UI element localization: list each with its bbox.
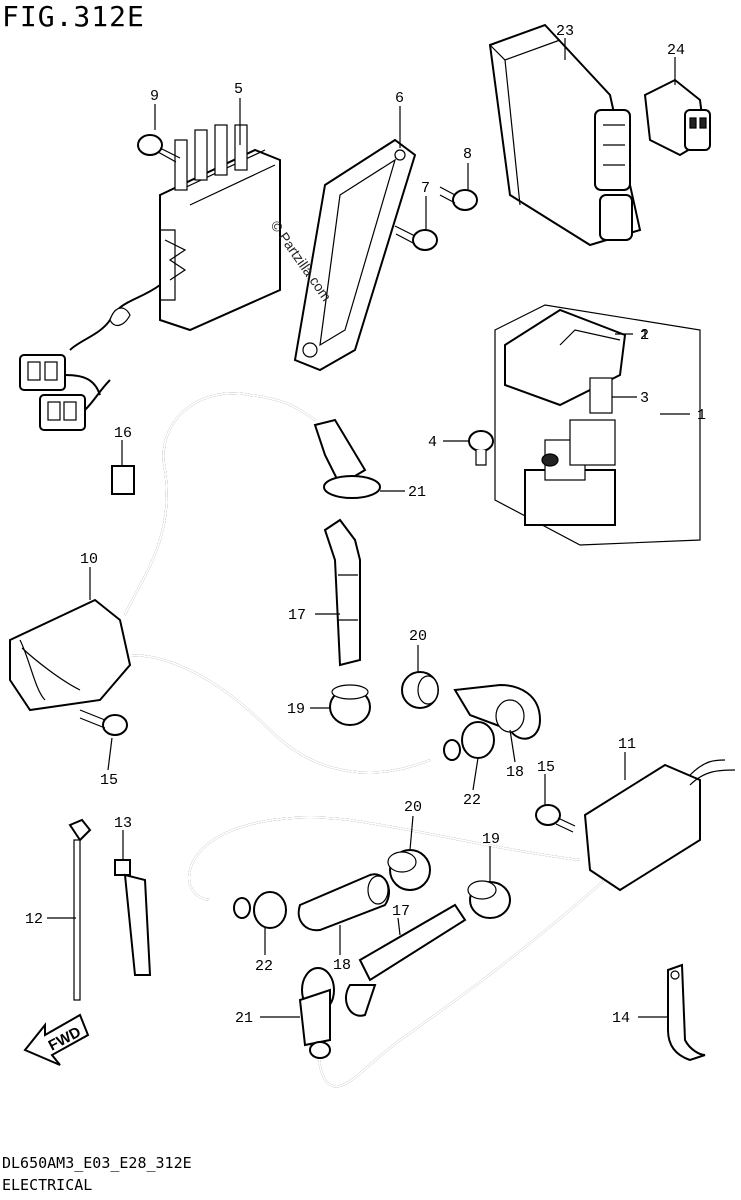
bolt-15-rear[interactable] bbox=[535, 804, 576, 833]
callout-21-lower: 21 bbox=[235, 1010, 253, 1027]
callout-23: 23 bbox=[556, 23, 574, 40]
callout-22-lower: 22 bbox=[255, 958, 273, 975]
bracket[interactable] bbox=[293, 138, 417, 372]
callout-12: 12 bbox=[25, 911, 43, 928]
bolt-8[interactable] bbox=[439, 186, 478, 211]
regulator-rectifier[interactable] bbox=[19, 124, 281, 431]
ignition-coil-rear[interactable] bbox=[583, 759, 736, 892]
callout-20-upper: 20 bbox=[409, 628, 427, 645]
bolt-4[interactable] bbox=[468, 430, 494, 466]
callout-8: 8 bbox=[463, 146, 472, 163]
callout-6: 6 bbox=[395, 90, 404, 107]
bolt-15-front[interactable] bbox=[79, 709, 128, 736]
clamp-13[interactable] bbox=[114, 859, 152, 976]
callout-13: 13 bbox=[114, 815, 132, 832]
callout-17-upper: 17 bbox=[288, 607, 306, 624]
bolt-9[interactable] bbox=[137, 134, 181, 163]
callout-5: 5 bbox=[234, 81, 243, 98]
plug-cap-17-lower[interactable] bbox=[345, 903, 467, 1017]
callout-11: 11 bbox=[618, 736, 636, 753]
seal-21-upper[interactable] bbox=[313, 418, 381, 499]
ecm-unit[interactable] bbox=[488, 23, 642, 247]
callout-3: 3 bbox=[640, 390, 649, 407]
seal-19-upper[interactable] bbox=[329, 684, 371, 726]
callout-18-lower: 18 bbox=[333, 957, 351, 974]
callout-22-upper: 22 bbox=[463, 792, 481, 809]
callout-1-label: 1 bbox=[697, 407, 706, 424]
cable-tie-12[interactable] bbox=[68, 818, 92, 1001]
figure-title: FIG.312E bbox=[2, 0, 145, 33]
callout-10: 10 bbox=[80, 551, 98, 568]
callout-7: 7 bbox=[421, 180, 430, 197]
clip-14[interactable] bbox=[667, 963, 706, 1062]
grommet-22-lower[interactable] bbox=[233, 891, 287, 929]
callout-18-upper: 18 bbox=[506, 764, 524, 781]
footer-caption: ELECTRICAL bbox=[2, 1176, 93, 1194]
callout-1: 1 bbox=[640, 327, 649, 344]
callout-2: 2 bbox=[640, 327, 649, 344]
callout-21-upper: 21 bbox=[408, 484, 426, 501]
high-tension-cord-rear[interactable] bbox=[188, 816, 611, 1088]
callout-24: 24 bbox=[667, 42, 685, 59]
callout-15-front: 15 bbox=[100, 772, 118, 789]
high-tension-cord-front[interactable] bbox=[124, 392, 431, 774]
callout-labels: 1 1 2 3 4 5 6 7 8 9 10 11 12 13 14 15 15… bbox=[25, 23, 706, 1027]
cap-18-lower[interactable] bbox=[297, 873, 390, 932]
cap-18-upper[interactable] bbox=[453, 683, 542, 740]
bolt-7[interactable] bbox=[394, 225, 438, 251]
callout-15-rear: 15 bbox=[537, 759, 555, 776]
pad-16[interactable] bbox=[111, 465, 135, 495]
callout-19-upper: 19 bbox=[287, 701, 305, 718]
leader-lines bbox=[47, 38, 690, 1018]
fwd-arrow-icon: FWD bbox=[23, 1013, 90, 1066]
callout-19-lower: 19 bbox=[482, 831, 500, 848]
callout-16: 16 bbox=[114, 425, 132, 442]
grommet-22-upper[interactable] bbox=[443, 721, 495, 761]
starter-relay-assembly[interactable] bbox=[494, 304, 701, 546]
callout-20-lower: 20 bbox=[404, 799, 422, 816]
callout-4: 4 bbox=[428, 434, 437, 451]
seal-20-lower[interactable] bbox=[387, 849, 431, 891]
seal-20-upper[interactable] bbox=[401, 671, 439, 709]
seal-19-lower[interactable] bbox=[467, 880, 511, 919]
callout-9: 9 bbox=[150, 88, 159, 105]
ignition-coil-front[interactable] bbox=[9, 598, 132, 712]
callout-14: 14 bbox=[612, 1010, 630, 1027]
plug-cap-17-upper[interactable] bbox=[323, 518, 361, 667]
connector-24[interactable] bbox=[643, 78, 711, 157]
callout-17-lower: 17 bbox=[392, 903, 410, 920]
footer-code: DL650AM3_E03_E28_312E bbox=[2, 1154, 192, 1172]
seal-21-lower[interactable] bbox=[298, 967, 335, 1059]
